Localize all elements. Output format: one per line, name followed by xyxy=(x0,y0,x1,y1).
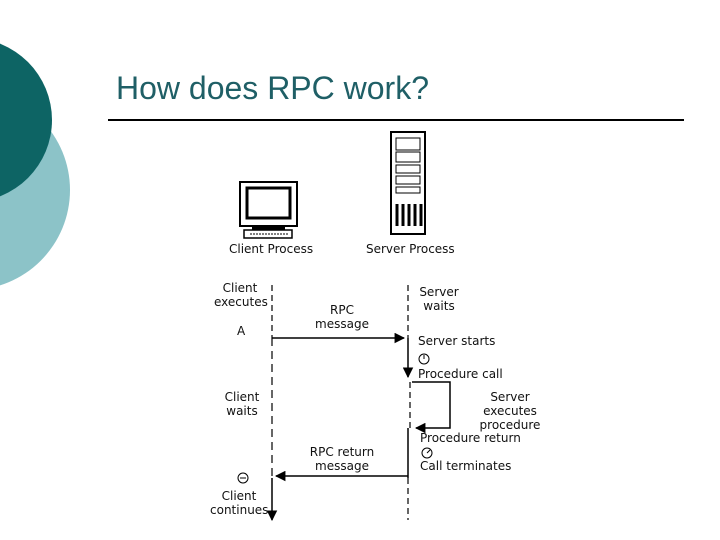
server-icon xyxy=(390,131,426,235)
title-divider xyxy=(108,119,684,121)
procedure-return-label: Procedure return xyxy=(420,431,521,445)
call-terminates-label: Call terminates xyxy=(420,459,512,473)
procedure-call-label: Procedure call xyxy=(418,367,503,381)
clock-icon-continue xyxy=(237,472,249,484)
server-process-label: Server Process xyxy=(366,242,455,256)
server-starts-label: Server starts xyxy=(418,334,496,348)
server-execute-bracket xyxy=(412,381,451,434)
clock-icon-return xyxy=(421,447,433,459)
marker-a-label: A xyxy=(237,324,246,338)
computer-icon xyxy=(239,181,298,239)
clock-icon-start xyxy=(418,353,430,365)
teal-dark-circle xyxy=(0,43,52,197)
slide-title: How does RPC work? xyxy=(116,70,429,106)
client-process-label: Client Process xyxy=(229,242,314,256)
